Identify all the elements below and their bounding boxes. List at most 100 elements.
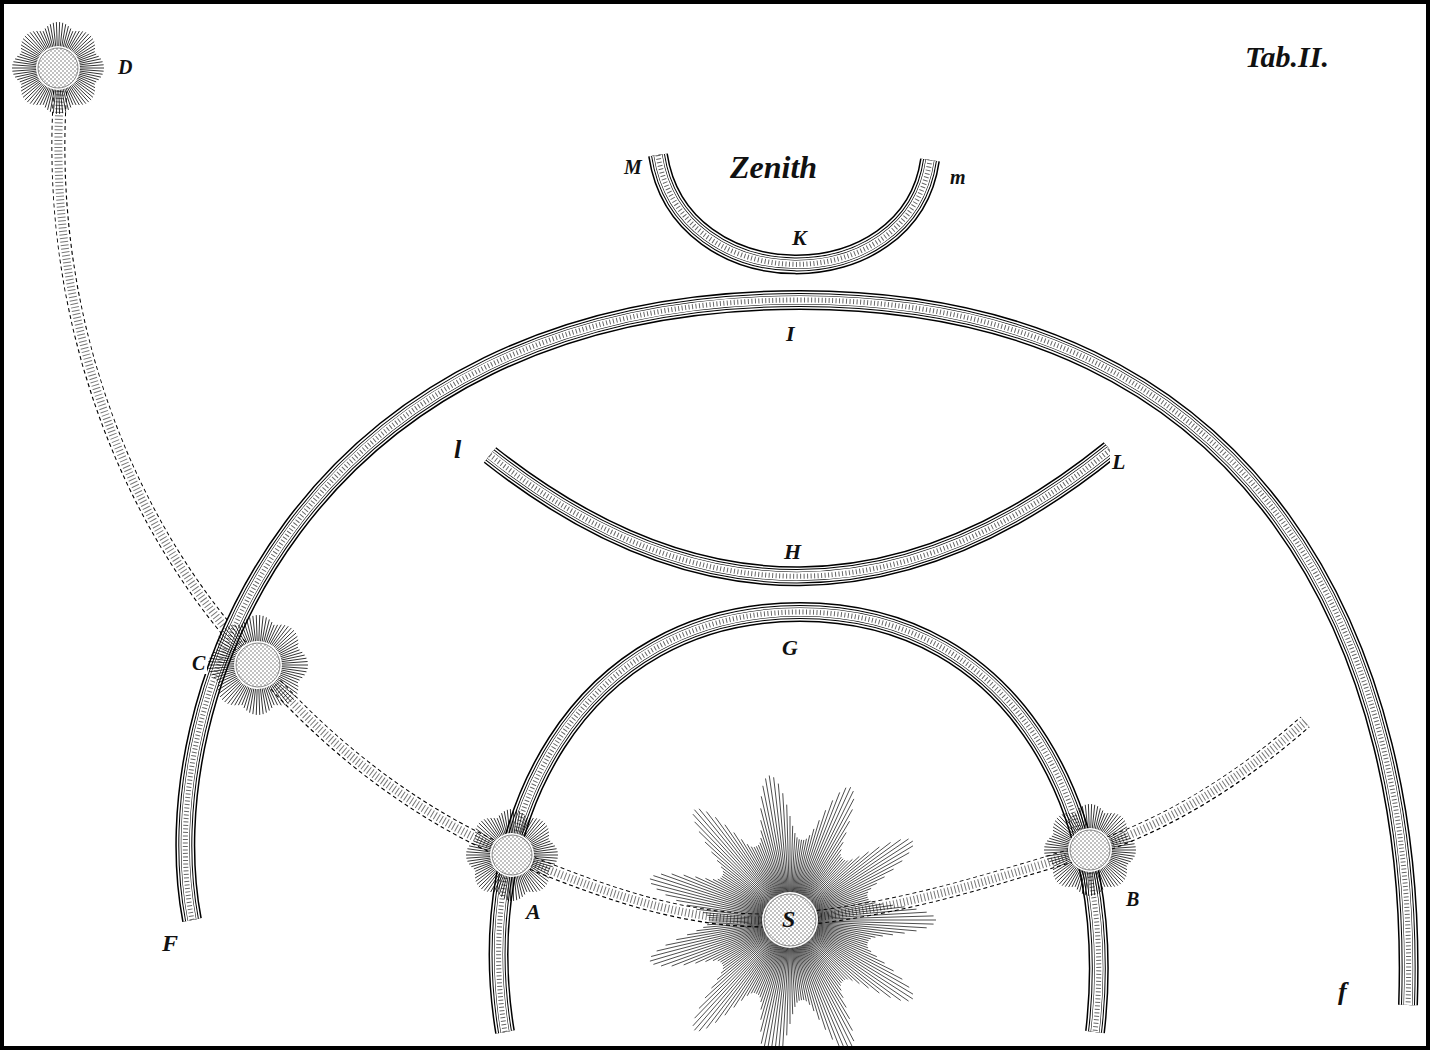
orbit-G-edge xyxy=(499,612,1099,1032)
star-ray xyxy=(532,846,555,851)
star-ray xyxy=(15,72,38,77)
star-ray xyxy=(1110,853,1135,856)
star-track-gap xyxy=(58,70,1305,921)
star-ray xyxy=(25,82,44,100)
arc-H-gap xyxy=(490,450,1110,576)
star-ray xyxy=(274,680,294,699)
star-halo xyxy=(1068,828,1112,872)
star-ray xyxy=(811,935,908,1001)
orbit-end-letter: f xyxy=(1336,978,1349,1007)
star-ray xyxy=(78,69,104,71)
star-ray xyxy=(813,869,893,908)
star-ray xyxy=(813,861,902,908)
orbit-bands xyxy=(58,70,1408,1032)
star-ray xyxy=(1110,850,1136,851)
orbit-G-line xyxy=(499,612,1099,1032)
star-ray xyxy=(1103,865,1120,884)
star-ray xyxy=(760,843,781,896)
star-ray xyxy=(481,821,498,840)
star-ray xyxy=(71,83,88,102)
star-ray xyxy=(222,680,242,699)
star-ray xyxy=(273,681,292,702)
star-ray xyxy=(801,787,851,896)
star-ray xyxy=(256,615,258,643)
star-ray xyxy=(706,812,774,900)
star-ray xyxy=(211,670,236,675)
star-S xyxy=(650,775,936,1050)
star-ray xyxy=(1088,804,1090,830)
star-ray xyxy=(13,62,38,65)
star-ray xyxy=(800,944,846,1050)
star-ray xyxy=(1057,864,1076,882)
star-ray xyxy=(695,939,772,1019)
star-ray xyxy=(808,939,845,980)
star-ray xyxy=(274,630,294,649)
star-ray xyxy=(761,945,784,1043)
star-ray xyxy=(1110,851,1136,853)
star-ray xyxy=(12,65,38,67)
star-ray xyxy=(21,77,40,87)
star-ray xyxy=(769,775,786,894)
star-ray xyxy=(258,615,260,643)
star-ray xyxy=(280,665,308,666)
star-ray xyxy=(709,920,764,921)
star-body xyxy=(236,643,280,687)
star-ray xyxy=(208,662,236,664)
star-ray xyxy=(467,858,492,861)
star-ray xyxy=(811,936,891,998)
star-ray xyxy=(809,856,859,902)
star-ray xyxy=(803,942,849,1019)
star-body xyxy=(492,835,532,875)
star-ray xyxy=(1100,867,1111,887)
arc-end-letter: M xyxy=(622,156,644,178)
star-ray xyxy=(787,805,790,894)
arc-H-line xyxy=(490,450,1110,576)
star-ray xyxy=(696,923,764,931)
star-ray xyxy=(1044,847,1070,849)
orbit-I-core xyxy=(185,300,1408,1005)
star-ray xyxy=(532,849,557,852)
star-ray xyxy=(1092,870,1095,895)
star-ray xyxy=(78,65,104,67)
star-ray xyxy=(651,927,765,957)
star-track-edge xyxy=(58,70,1305,921)
star-D xyxy=(12,22,104,114)
star-ray xyxy=(280,655,305,660)
star-ray xyxy=(68,85,79,105)
star-ray xyxy=(783,793,789,894)
arc-end-letter: L xyxy=(1110,450,1127,474)
star-ray xyxy=(1044,851,1070,853)
orbit-G-gap xyxy=(499,612,1099,1032)
star-halo xyxy=(234,641,282,689)
star-ray xyxy=(260,687,263,714)
star-ray xyxy=(741,942,776,1000)
star-ray xyxy=(808,860,845,901)
star-ray xyxy=(802,799,854,897)
star-body xyxy=(1070,830,1110,870)
star-ray xyxy=(210,658,237,662)
star-ray xyxy=(661,929,765,966)
star-ray xyxy=(699,832,771,902)
star-ray xyxy=(791,946,793,1014)
arc-H-gap xyxy=(490,450,1110,576)
star-ray xyxy=(650,927,765,961)
star-ray xyxy=(801,944,851,1050)
star-ray xyxy=(693,814,773,901)
star-ray xyxy=(812,934,913,999)
star-ray xyxy=(491,818,502,838)
star-ray xyxy=(1110,844,1135,847)
star-letter: B xyxy=(1124,888,1141,910)
star-ray xyxy=(277,644,298,655)
star-ray xyxy=(803,809,853,897)
star-ray xyxy=(703,922,764,927)
arc-letter: I xyxy=(784,322,797,346)
star-ray xyxy=(707,921,764,924)
orbit-end-letter: F xyxy=(160,930,180,956)
star-ray xyxy=(715,941,774,1023)
star-ray xyxy=(812,846,913,907)
orbit-G-core xyxy=(499,612,1099,1032)
star-ray xyxy=(1088,870,1090,896)
